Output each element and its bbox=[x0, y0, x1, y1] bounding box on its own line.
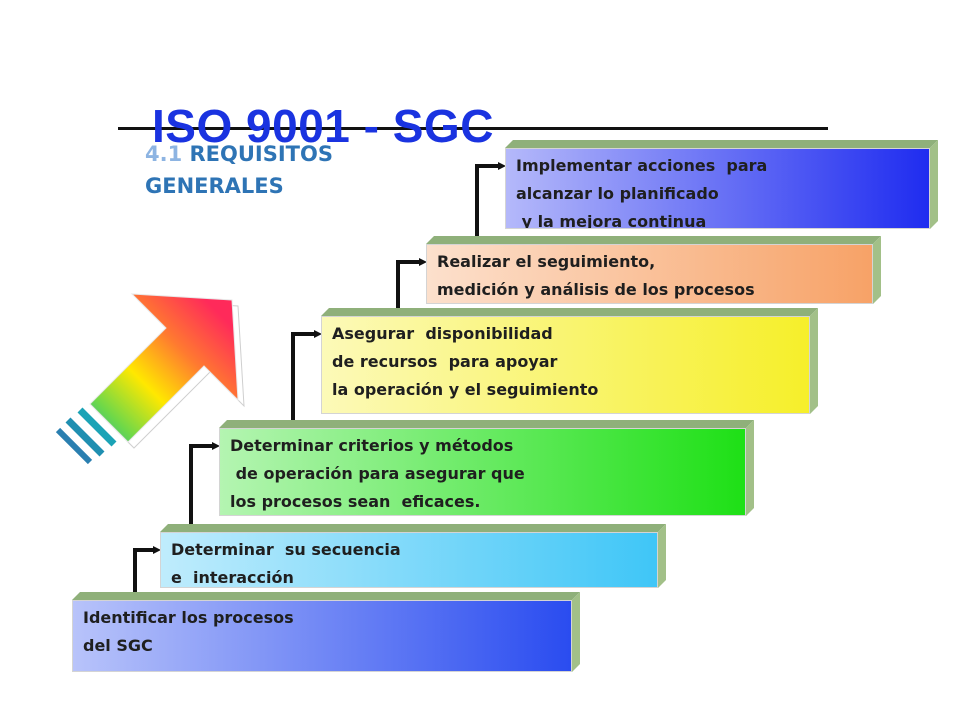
step-3: Determinar criterios y métodos de operac… bbox=[219, 420, 754, 516]
section-number: 4.1 bbox=[145, 142, 183, 166]
step-3-bevel bbox=[219, 420, 754, 516]
connector-4-5 bbox=[396, 258, 427, 316]
page-title: ISO 9001 - SGC bbox=[152, 100, 494, 152]
step-1-text: Identificar los procesos del SGC bbox=[72, 600, 572, 672]
step-2-text: Determinar su secuencia e interacción bbox=[160, 532, 658, 588]
step-2-bevel bbox=[160, 524, 666, 588]
step-4-text: Asegurar disponibilidad de recursos para… bbox=[321, 316, 810, 414]
step-6-bevel-side bbox=[930, 140, 938, 229]
connector-1-2 bbox=[133, 546, 161, 600]
step-2-bevel-top bbox=[160, 524, 666, 532]
step-1-bevel bbox=[72, 592, 580, 672]
step-6-bevel bbox=[505, 140, 938, 229]
step-2: Determinar su secuencia e interacción bbox=[160, 524, 666, 588]
step-1-bevel-side bbox=[572, 592, 580, 672]
step-5-text: Realizar el seguimiento, medición y anál… bbox=[426, 244, 873, 304]
arrow-body bbox=[89, 293, 239, 443]
section-heading: 4.1 REQUISITOS GENERALES bbox=[145, 138, 333, 202]
step-4: Asegurar disponibilidad de recursos para… bbox=[321, 308, 818, 414]
step-5-bevel-top bbox=[426, 236, 881, 244]
step-2-bevel-side bbox=[658, 524, 666, 588]
title-underline bbox=[118, 127, 828, 130]
step-1-bevel-top bbox=[72, 592, 580, 600]
step-6: Implementar acciones para alcanzar lo pl… bbox=[505, 140, 938, 229]
connector-2-3 bbox=[189, 442, 220, 532]
step-5-bevel bbox=[426, 236, 881, 304]
step-5-bevel-side bbox=[873, 236, 881, 304]
step-3-bevel-side bbox=[746, 420, 754, 516]
step-3-bevel-top bbox=[219, 420, 754, 428]
connector-3-4 bbox=[291, 330, 322, 428]
step-6-bevel-top bbox=[505, 140, 938, 148]
step-3-text: Determinar criterios y métodos de operac… bbox=[219, 428, 746, 516]
connector-5-6 bbox=[475, 162, 506, 244]
step-1: Identificar los procesos del SGC bbox=[72, 592, 580, 672]
section-heading-line2: GENERALES bbox=[145, 174, 284, 198]
step-4-bevel-side bbox=[810, 308, 818, 414]
section-heading-line1: REQUISITOS bbox=[189, 142, 333, 166]
step-4-bevel-top bbox=[321, 308, 818, 316]
step-4-bevel bbox=[321, 308, 818, 414]
arrow-tail-stripes bbox=[55, 407, 120, 481]
step-5: Realizar el seguimiento, medición y anál… bbox=[426, 236, 881, 304]
step-6-text: Implementar acciones para alcanzar lo pl… bbox=[505, 148, 930, 229]
